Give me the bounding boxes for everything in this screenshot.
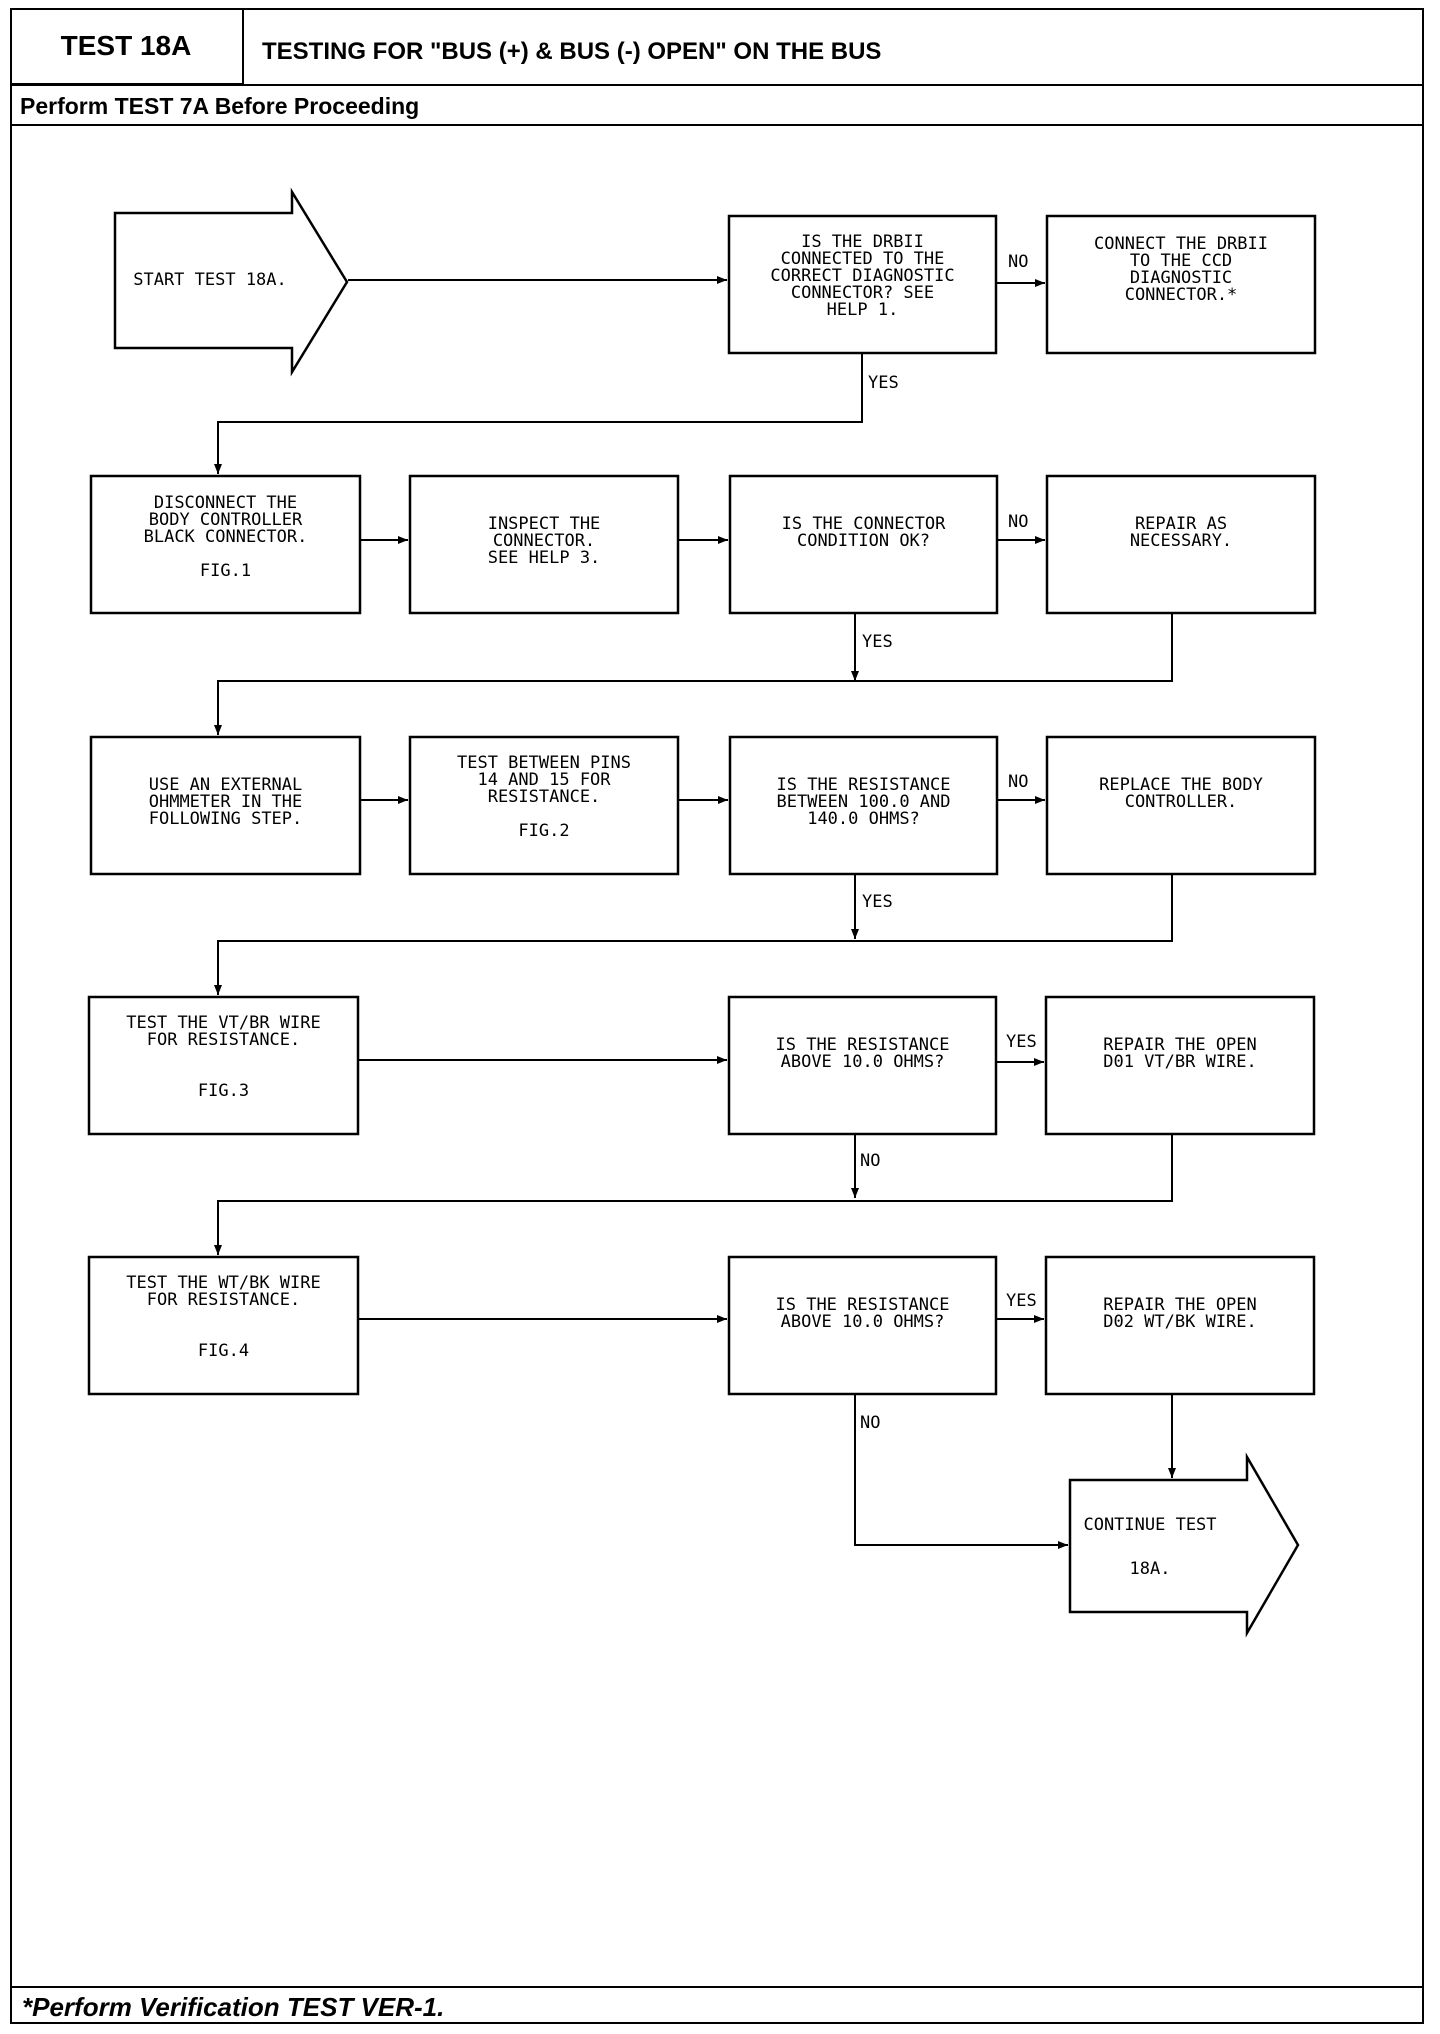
footer-divider	[10, 1986, 1424, 1988]
label-connector-yes: YES	[862, 632, 893, 652]
start-arrow: START TEST 18A.	[113, 187, 349, 377]
box-text-line: FIG.4	[198, 1341, 249, 1361]
box-text-line: ABOVE 10.0 OHMS?	[781, 1052, 945, 1072]
box-text-line: IS THE RESISTANCE	[776, 1295, 950, 1315]
box-text-line: BETWEEN 100.0 AND	[777, 792, 951, 812]
label-above1-yes: YES	[1006, 1032, 1037, 1052]
connector-above2-no	[854, 1394, 1068, 1549]
box-text-line: REPAIR THE OPEN	[1103, 1035, 1257, 1055]
page-subtitle: Perform TEST 7A Before Proceeding	[20, 93, 420, 119]
box-text-line: REPAIR THE OPEN	[1103, 1295, 1257, 1315]
box-text-line: DIAGNOSTIC	[1130, 268, 1232, 288]
box-text-line: REPLACE THE BODY	[1099, 775, 1263, 795]
connector-drbii-yes	[214, 353, 863, 474]
box-text-line: CONDITION OK?	[797, 531, 930, 551]
box-text-line: TEST BETWEEN PINS	[457, 753, 631, 773]
box-text-line: CORRECT DIAGNOSTIC	[770, 266, 954, 286]
box-text-line: HELP 1.	[827, 300, 899, 320]
page-title: TESTING FOR "BUS (+) & BUS (-) OPEN" ON …	[262, 38, 882, 65]
box-text-line: BLACK CONNECTOR.	[144, 527, 308, 547]
box-text-line: RESISTANCE.	[488, 787, 601, 807]
label-range-no: NO	[1008, 772, 1028, 792]
box-text-line: CONTINUE TEST	[1083, 1515, 1216, 1535]
continue-arrow: CONTINUE TEST 18A.	[1068, 1452, 1300, 1638]
label-above2-no: NO	[860, 1413, 880, 1433]
box-text-line: IS THE RESISTANCE	[776, 1035, 950, 1055]
box-text-line: DISCONNECT THE	[154, 493, 297, 513]
box-text-line: 14 AND 15 FOR	[477, 770, 611, 790]
box-text-line: CONNECTOR.	[493, 531, 595, 551]
box-text-line: INSPECT THE	[488, 514, 601, 534]
connector-replace-loop	[214, 874, 1173, 995]
box-text-line: SEE HELP 3.	[488, 548, 601, 568]
box-text-line: FIG.3	[198, 1081, 249, 1101]
box-text-line: FIG.2	[518, 821, 569, 841]
box-text-line: USE AN EXTERNAL	[149, 775, 303, 795]
box-text-line: FOR RESISTANCE.	[147, 1030, 301, 1050]
box-text-line: TEST THE VT/BR WIRE	[126, 1013, 320, 1033]
box-text-line: IS THE CONNECTOR	[782, 514, 947, 534]
label-above2-yes: YES	[1006, 1291, 1037, 1311]
label-above1-no: NO	[860, 1151, 880, 1171]
label-drbii-no: NO	[1008, 252, 1028, 272]
label-drbii-yes: YES	[868, 373, 899, 393]
header-divider-2	[10, 124, 1424, 126]
box-text-line: CONTROLLER.	[1125, 792, 1238, 812]
box-text-line: BODY CONTROLLER	[149, 510, 303, 530]
box-text-line: FOLLOWING STEP.	[149, 809, 303, 829]
box-text-line: START TEST 18A.	[133, 270, 287, 290]
label-connector-no: NO	[1008, 512, 1028, 532]
footer-note: *Perform Verification TEST VER-1.	[22, 1992, 445, 2022]
box-text-line: ABOVE 10.0 OHMS?	[781, 1312, 945, 1332]
box-text-line: D01 VT/BR WIRE.	[1103, 1052, 1257, 1072]
page-frame	[10, 8, 1424, 2024]
box-text-line: NECESSARY.	[1130, 531, 1232, 551]
box-text-line: 18A.	[1130, 1559, 1171, 1579]
box-text-line: IS THE RESISTANCE	[777, 775, 951, 795]
box-text-line: CONNECTOR? SEE	[791, 283, 934, 303]
box-text-line: CONNECTOR.*	[1125, 285, 1238, 305]
box-text-line: 140.0 OHMS?	[807, 809, 920, 829]
box-text-line: TEST THE WT/BK WIRE	[126, 1273, 320, 1293]
box-text-line: FIG.1	[200, 561, 251, 581]
header-divider	[10, 84, 1424, 86]
box-text-line: FOR RESISTANCE.	[147, 1290, 301, 1310]
connector-repair-loop-1	[214, 613, 1173, 735]
connector-repair-d01-loop	[214, 1134, 1173, 1255]
box-text-line: CONNECT THE DRBII	[1094, 234, 1268, 254]
box-text-line: D02 WT/BK WIRE.	[1103, 1312, 1257, 1332]
box-text-line: REPAIR AS	[1135, 514, 1227, 534]
box-text-line: CONNECTED TO THE	[781, 249, 945, 269]
box-text-line: TO THE CCD	[1130, 251, 1232, 271]
box-text-line: OHMMETER IN THE	[149, 792, 303, 812]
label-range-yes: YES	[862, 892, 893, 912]
box-text-line: IS THE DRBII	[801, 232, 924, 252]
